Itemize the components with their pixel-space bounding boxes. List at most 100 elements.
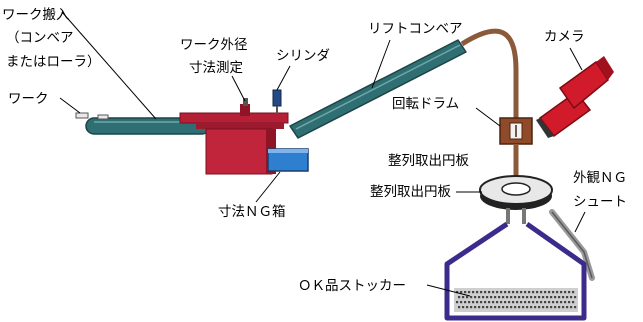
leader-camera: [569, 47, 583, 71]
stocker-item: [510, 306, 513, 309]
stocker-item: [524, 301, 527, 304]
stocker-item: [556, 291, 559, 294]
stocker-item: [522, 296, 525, 299]
stocker-item: [564, 301, 567, 304]
stocker-item: [510, 296, 513, 299]
stocker-item: [482, 306, 485, 309]
stocker-item: [490, 306, 493, 309]
stocker-item: [554, 306, 557, 309]
stocker-item: [548, 291, 551, 294]
cylinder-body: [272, 89, 282, 107]
stocker-item: [516, 291, 519, 294]
stocker-item: [528, 301, 531, 304]
stocker-item: [530, 296, 533, 299]
transfer-tube: [460, 28, 519, 118]
stocker-item: [478, 296, 481, 299]
stocker-item: [476, 291, 479, 294]
stocker-item: [566, 306, 569, 309]
stocker-item: [490, 296, 493, 299]
stocker-item: [480, 301, 483, 304]
stocker-item: [460, 291, 463, 294]
stocker-item: [468, 301, 471, 304]
appearance-ng-chute-shade: [551, 211, 593, 279]
measure-machine-body: [205, 128, 273, 175]
stocker-item: [558, 306, 561, 309]
stocker-item: [532, 291, 535, 294]
disc-leg-right: [522, 208, 526, 224]
stocker-item: [486, 296, 489, 299]
stocker-item: [518, 296, 521, 299]
stocker-item: [566, 296, 569, 299]
stocker-item: [470, 306, 473, 309]
stocker-item: [508, 291, 511, 294]
stocker-item: [572, 291, 575, 294]
label-measure-1: ワーク外径: [180, 37, 248, 53]
stocker-item: [502, 306, 505, 309]
label-rotary-drum: 回転ドラム: [392, 96, 459, 112]
stocker-item: [498, 296, 501, 299]
stocker-item: [512, 291, 515, 294]
alignment-disc-center: [501, 182, 531, 196]
stocker-item: [554, 296, 557, 299]
stocker-item: [572, 301, 575, 304]
stocker-item: [560, 301, 563, 304]
label-disc-lower: 整列取出円板: [370, 184, 451, 200]
stocker-item: [568, 291, 571, 294]
stocker-item: [484, 301, 487, 304]
stocker-item: [560, 291, 563, 294]
label-ok-stocker: ＯＫ品ストッカー: [298, 278, 406, 294]
stocker-item: [456, 291, 459, 294]
label-measure-2: 寸法測定: [189, 60, 243, 76]
stocker-item: [518, 306, 521, 309]
stocker-item: [542, 296, 545, 299]
stocker-item: [570, 296, 573, 299]
stocker-item: [550, 306, 553, 309]
stocker-item: [528, 291, 531, 294]
stocker-item: [546, 296, 549, 299]
stocker-item: [546, 306, 549, 309]
stocker-item: [498, 306, 501, 309]
stocker-item: [532, 301, 535, 304]
stocker-item: [488, 301, 491, 304]
stocker-item: [530, 306, 533, 309]
stocker-item: [536, 301, 539, 304]
stocker-item: [472, 291, 475, 294]
stocker-item: [516, 301, 519, 304]
cylinder-rod: [276, 106, 278, 114]
stocker-item: [494, 306, 497, 309]
stocker-item: [540, 291, 543, 294]
leader-lift-conveyor: [371, 39, 391, 89]
stocker-item: [478, 306, 481, 309]
label-work-in-3: またはローラ）: [6, 54, 101, 70]
stocker-item: [464, 291, 467, 294]
stocker-item: [502, 296, 505, 299]
leader-work-in: [61, 11, 157, 120]
leader-work: [59, 97, 81, 114]
stocker-item: [464, 301, 467, 304]
stocker-item: [520, 301, 523, 304]
stocker-item: [514, 306, 517, 309]
measure-head: [240, 104, 250, 116]
stocker-item: [524, 291, 527, 294]
leader-rotary-drum: [475, 107, 501, 127]
stocker-item: [550, 296, 553, 299]
leader-cylinder: [276, 65, 291, 91]
stocker-item: [462, 296, 465, 299]
stocker-item: [570, 306, 573, 309]
work-piece: [75, 112, 89, 119]
stocker-item: [556, 301, 559, 304]
stocker-item: [492, 301, 495, 304]
label-lift-conveyor: リフトコンベア: [368, 21, 463, 37]
stocker-item: [574, 296, 577, 299]
stocker-item: [474, 306, 477, 309]
stocker-item: [506, 306, 509, 309]
measure-table-top: [196, 122, 284, 129]
ok-stocker-items: [456, 291, 577, 309]
stocker-item: [552, 291, 555, 294]
stocker-item: [456, 301, 459, 304]
stocker-item: [480, 291, 483, 294]
ng-box-rim: [268, 149, 308, 153]
label-work: ワーク: [8, 91, 49, 107]
leader-ok-stocker: [426, 284, 471, 297]
